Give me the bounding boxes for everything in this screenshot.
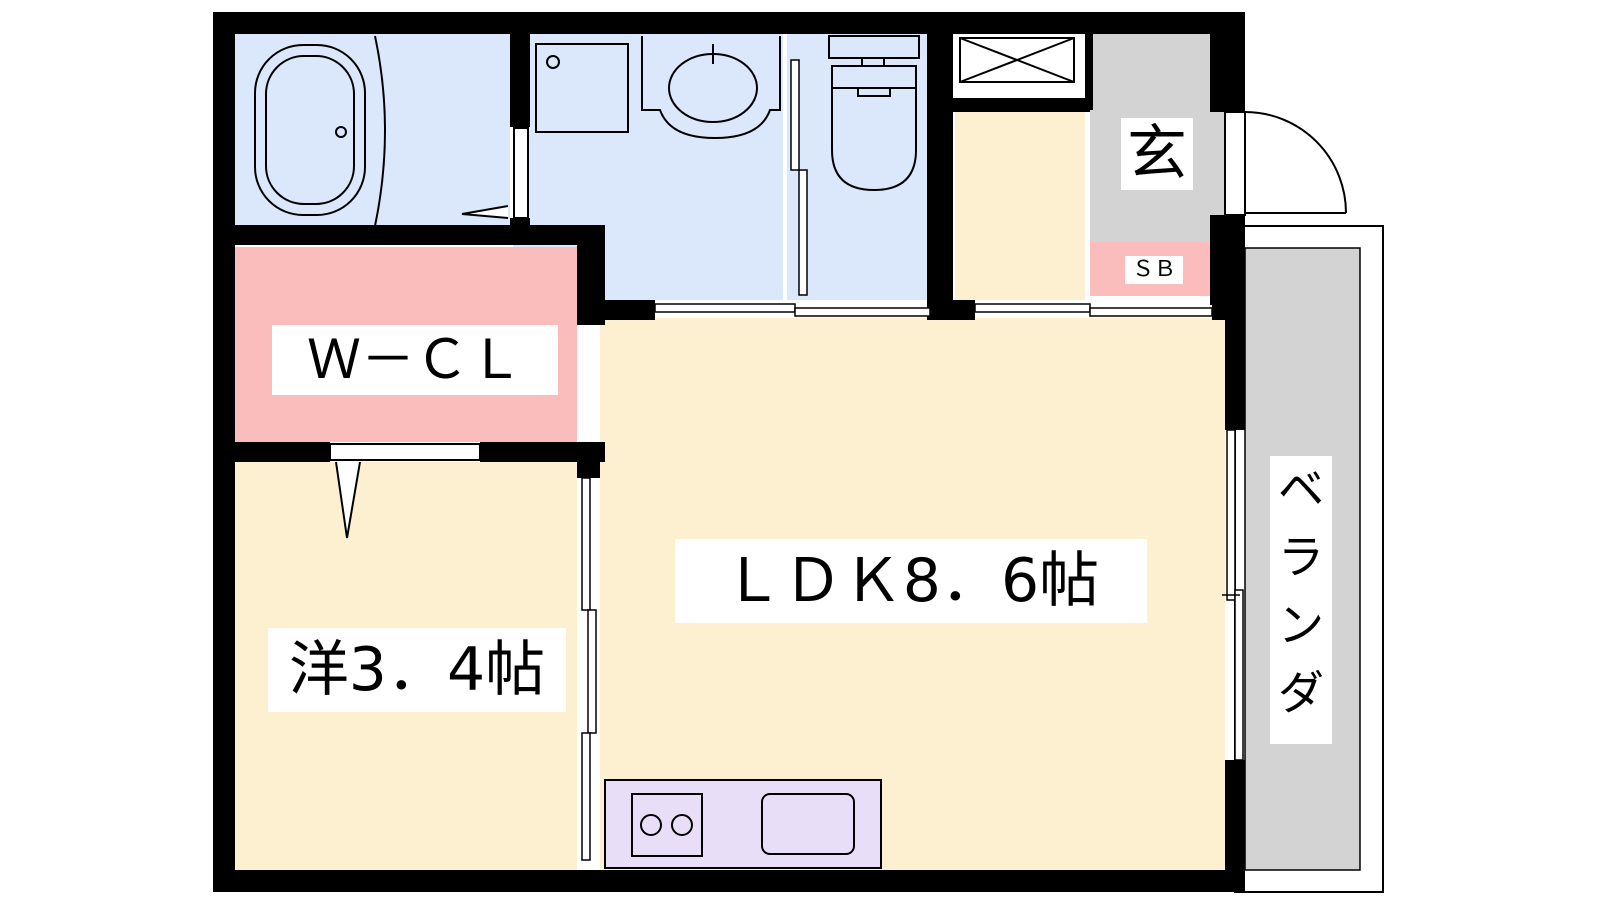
veranda-char: ラ <box>1278 530 1324 584</box>
veranda-char: ベ <box>1278 462 1324 516</box>
bathroom-floor <box>235 32 510 227</box>
veranda-char: ン <box>1278 598 1324 652</box>
room-label-western-room: 洋3．4帖 <box>268 628 566 712</box>
bathtub <box>254 35 386 227</box>
bath-door <box>461 127 529 219</box>
hall-floor <box>955 110 1085 300</box>
room-label-entrance: 玄 <box>1121 118 1193 190</box>
veranda-inner-line <box>1244 247 1361 871</box>
washing-machine <box>535 43 629 133</box>
room-label-walk-in-closet: Ｗ－ＣＬ <box>272 325 558 395</box>
veranda-char: ダ <box>1278 666 1324 720</box>
toilet <box>828 35 920 192</box>
sliding-doors-upper <box>654 303 1213 317</box>
toilet-floor <box>787 32 927 300</box>
room-label-shoe-box: ＳＢ <box>1125 256 1183 284</box>
room-label-veranda: ベ ラ ン ダ <box>1270 456 1332 744</box>
wash-basin <box>641 36 781 140</box>
toilet-door <box>790 59 808 296</box>
kitchen-counter <box>604 779 882 869</box>
entrance-door <box>1224 111 1347 216</box>
walls <box>213 12 1245 892</box>
veranda-window <box>1222 429 1244 761</box>
vent <box>959 37 1075 83</box>
closet-door <box>329 443 481 539</box>
room-label-ldk: ＬＤＫ8．6帖 <box>675 539 1147 623</box>
sliding-doors-room <box>581 477 597 861</box>
